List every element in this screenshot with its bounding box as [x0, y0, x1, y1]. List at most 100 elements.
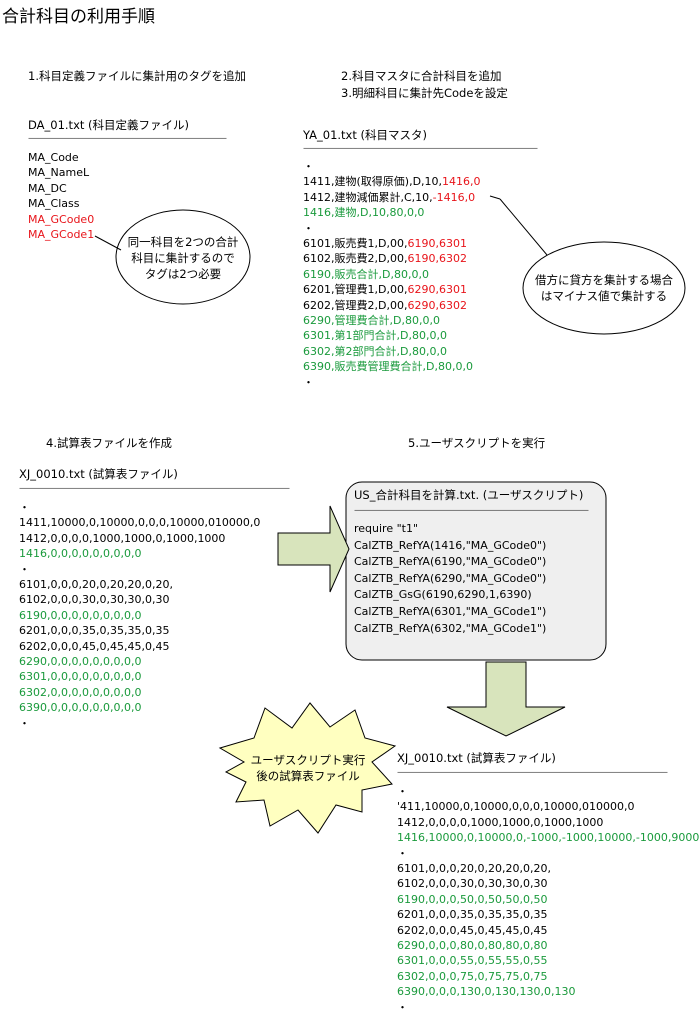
- text-segment: 6290,6301: [407, 283, 467, 297]
- text-line: 6301,第1部門合計,D,80,0,0: [303, 328, 481, 343]
- text-segment: 6102,販売費2,D,00,: [303, 252, 408, 266]
- script-line: CalZTB_GsG(6190,6290,1,6390): [354, 588, 532, 602]
- text-segment: 6202,管理費2,D,00,: [303, 298, 408, 312]
- text-line: 6302,0,0,0,75,0,75,75,0,75: [397, 969, 548, 983]
- text-segment: 6190,6301: [407, 237, 467, 251]
- callout-ellipse-tags: [115, 209, 251, 305]
- text-line: 1411,10000,0,10000,0,0,0,10000,010000,0: [19, 516, 261, 530]
- callout-pointer-tags: [94, 235, 122, 251]
- text-segment: 6190,販売合計,D,80,0,0: [303, 267, 429, 281]
- text-line: 6201,0,0,0,35,0,35,35,0,35: [19, 624, 170, 638]
- text-line: MA_NameL: [28, 166, 90, 180]
- ya-file-rule: ——————————————————————————: [303, 143, 538, 154]
- text-segment: 6201,管理費1,D,00,: [303, 283, 408, 297]
- page-title: 合計科目の利用手順: [2, 7, 155, 27]
- text-line: 6290,管理費合計,D,80,0,0: [303, 313, 481, 328]
- text-line: ・: [303, 221, 481, 236]
- text-segment: ・: [303, 375, 314, 389]
- text-line: 1412,0,0,0,0,1000,1000,0,1000,1000: [397, 815, 604, 829]
- text-line: 6301,0,0,0,0,0,0,0,0,0: [19, 670, 142, 684]
- text-line: MA_DC: [28, 181, 67, 195]
- text-line: 6390,0,0,0,0,0,0,0,0,0: [19, 701, 142, 715]
- da-file-name: DA_01.txt (科目定義ファイル): [28, 118, 190, 132]
- arrow-down: [446, 661, 566, 737]
- text-line: 6302,0,0,0,0,0,0,0,0,0: [19, 685, 142, 699]
- text-line: 6101,0,0,0,20,0,20,20,0,20,: [397, 862, 551, 876]
- text-segment: 1411,建物(取得原価),D,10,: [303, 175, 443, 189]
- ya-file-name: YA_01.txt (科目マスタ): [303, 128, 427, 142]
- text-line: MA_Code: [28, 151, 79, 164]
- callout-ellipse-negative: [522, 241, 686, 335]
- text-segment: 6190,6302: [407, 252, 467, 266]
- text-line: MA_GCode0: [28, 212, 95, 226]
- text-line: 6190,0,0,0,50,0,50,50,0,50: [397, 892, 548, 906]
- da-file-rule: ——————————————————————: [28, 133, 227, 144]
- text-segment: ・: [303, 160, 314, 173]
- script-lines: require "t1"CalZTB_RefYA(1416,"MA_GCode0…: [354, 521, 546, 637]
- script-box: [345, 481, 607, 661]
- script-line: CalZTB_RefYA(1416,"MA_GCode0"): [354, 538, 547, 552]
- step2-heading: 2.科目マスタに合計科目を追加: [341, 69, 502, 83]
- text-segment: 6390,販売費管理費合計,D,80,0,0: [303, 360, 473, 374]
- text-segment: 1416,0: [442, 175, 481, 189]
- text-line: 6190,販売合計,D,80,0,0: [303, 267, 481, 282]
- text-line: 6390,販売費管理費合計,D,80,0,0: [303, 359, 481, 374]
- callout-tags-line: タグは2つ必要: [144, 267, 222, 281]
- text-segment: 6290,6302: [407, 298, 467, 312]
- callout-tags-line: 科目に集計するので: [131, 251, 235, 265]
- callout-negative-text: 借方に貸方を集計する場合 はマイナス値で集計する: [523, 272, 685, 304]
- text-line: ・: [19, 501, 30, 514]
- text-line: ・: [397, 785, 408, 798]
- text-line: ・: [303, 375, 481, 390]
- text-line: 1416,0,0,0,0,0,0,0,0,0: [19, 547, 142, 561]
- callout-negative-line: 借方に貸方を集計する場合: [535, 273, 673, 287]
- burst-line: 後の試算表ファイル: [256, 769, 360, 783]
- script-line: CalZTB_RefYA(6302,"MA_GCode1"): [354, 621, 547, 635]
- text-line: 1412,0,0,0,0,1000,1000,0,1000,1000: [19, 531, 226, 545]
- text-line: ・: [303, 159, 481, 174]
- text-line: 1416,建物,D,10,80,0,0: [303, 205, 481, 220]
- text-line: 6102,販売費2,D,00,6190,6302: [303, 251, 481, 266]
- xj-result-rule: ——————————————————————————————: [397, 767, 668, 778]
- xj-file-name: XJ_0010.txt (試算表ファイル): [19, 467, 178, 481]
- callout-tags-text: 同一科目を2つの合計 科目に集計するので タグは2つ必要: [119, 234, 247, 282]
- text-line: 6390,0,0,0,130,0,130,130,0,130: [397, 985, 576, 999]
- text-line: 1416,10000,0,10000,0,-1000,-1000,10000,-…: [397, 831, 699, 845]
- text-line: 6290,0,0,0,80,0,80,80,0,80: [397, 939, 548, 953]
- text-line: ・: [397, 846, 408, 860]
- text-line: 6201,管理費1,D,00,6290,6301: [303, 282, 481, 297]
- text-segment: 6290,管理費合計,D,80,0,0: [303, 314, 440, 328]
- step5-heading: 5.ユーザスクリプトを実行: [408, 436, 546, 450]
- text-segment: 6101,販売費1,D,00,: [303, 237, 408, 251]
- text-line: 6201,0,0,0,35,0,35,35,0,35: [397, 908, 548, 922]
- text-segment: 6302,第2部門合計,D,80,0,0: [303, 344, 447, 358]
- script-rule: ——————————————————————————: [354, 505, 589, 516]
- text-line: 6101,販売費1,D,00,6190,6301: [303, 236, 481, 251]
- script-file-name: US_合計科目を計算.txt. (ユーザスクリプト): [354, 488, 584, 502]
- starburst: [218, 702, 397, 834]
- xj-result-lines: ・ '411,10000,0,10000,0,0,0,10000,010000,0…: [397, 784, 699, 1015]
- text-line: 6202,0,0,0,45,0,45,45,0,45: [397, 923, 548, 937]
- text-line: ・: [19, 716, 30, 730]
- script-line: CalZTB_RefYA(6301,"MA_GCode1"): [354, 604, 547, 618]
- callout-pointer-negative: [489, 195, 501, 200]
- script-line: CalZTB_RefYA(6190,"MA_GCode0"): [354, 555, 547, 569]
- text-line: 6101,0,0,0,20,0,20,20,0,20,: [19, 578, 173, 592]
- arrow-right: [277, 505, 350, 593]
- text-line: ・: [19, 562, 30, 576]
- text-line: ・: [397, 1000, 408, 1014]
- step1-heading: 1.科目定義ファイルに集計用のタグを追加: [28, 69, 246, 83]
- text-segment: 1412,建物減価累計,C,10,: [303, 190, 433, 204]
- text-segment: ・: [303, 221, 314, 235]
- text-line: 6302,第2部門合計,D,80,0,0: [303, 344, 481, 359]
- text-line: 1411,建物(取得原価),D,10,1416,0: [303, 174, 481, 189]
- text-line: '411,10000,0,10000,0,0,0,10000,010000,0: [397, 800, 635, 814]
- script-line: CalZTB_RefYA(6290,"MA_GCode0"): [354, 571, 547, 585]
- text-line: 6301,0,0,0,55,0,55,55,0,55: [397, 954, 548, 968]
- text-line: 6102,0,0,0,30,0,30,30,0,30: [397, 877, 548, 891]
- burst-line: ユーザスクリプト実行: [250, 753, 366, 767]
- text-segment: 6301,第1部門合計,D,80,0,0: [303, 329, 447, 343]
- text-segment: -1416,0: [432, 190, 476, 204]
